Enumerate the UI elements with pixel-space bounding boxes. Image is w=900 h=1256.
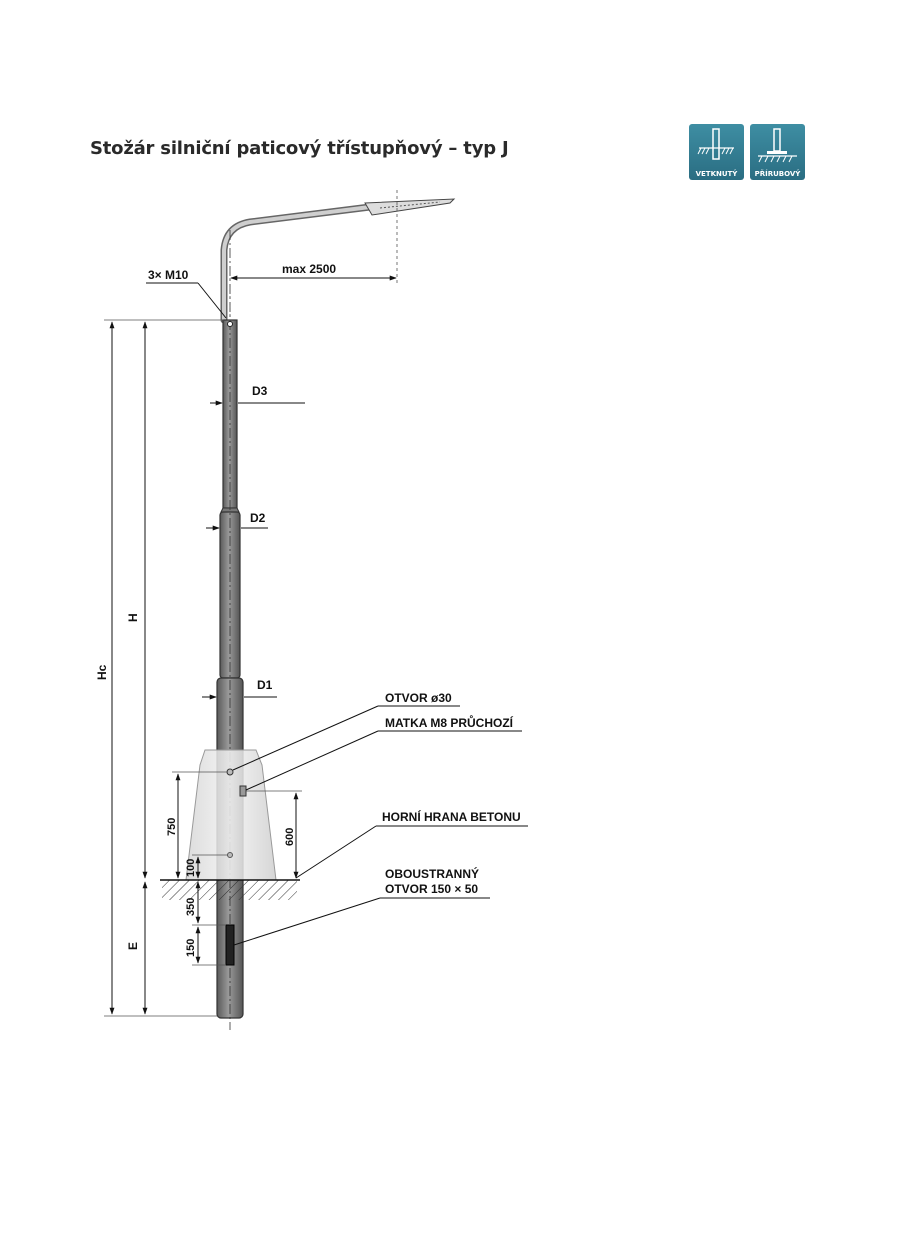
dim-750-label: 750 bbox=[166, 818, 178, 836]
matka-nut bbox=[239, 785, 247, 797]
badge-vetknuty: VETKNUTÝ bbox=[689, 124, 744, 180]
badge-label: PŘÍRUBOVÝ bbox=[754, 170, 801, 178]
d2-label: D2 bbox=[250, 511, 266, 525]
badge-label: VETKNUTÝ bbox=[695, 170, 738, 178]
d3-label: D3 bbox=[252, 384, 268, 398]
horni-label: HORNÍ HRANA BETONU bbox=[382, 809, 521, 824]
bolts-label: 3× M10 bbox=[148, 268, 189, 282]
dim-350-label: 350 bbox=[185, 898, 197, 916]
e-label: E bbox=[126, 942, 140, 950]
bracket-arm bbox=[220, 198, 456, 324]
dim-100-label: 100 bbox=[185, 859, 197, 877]
embedded-pole-icon bbox=[697, 128, 734, 160]
flange-pole-icon bbox=[758, 128, 797, 163]
reach-label: max 2500 bbox=[282, 262, 336, 276]
d1-label: D1 bbox=[257, 678, 273, 692]
cable-opening bbox=[225, 924, 235, 966]
badge-prirubovy: PŘÍRUBOVÝ bbox=[750, 124, 805, 180]
h-label: H bbox=[126, 613, 140, 622]
dim-600-label: 600 bbox=[284, 828, 296, 846]
dim-150-label: 150 bbox=[185, 939, 197, 957]
page-title: Stožár silniční paticový třístupňový – t… bbox=[90, 138, 509, 159]
oboustranny-label: OBOUSTRANNÝ bbox=[385, 866, 479, 881]
hc-label: Hc bbox=[95, 664, 109, 680]
matka-label: MATKA M8 PRŮCHOZÍ bbox=[385, 714, 514, 730]
pole-body bbox=[216, 230, 244, 1030]
otvor-150-label: OTVOR 150 × 50 bbox=[385, 882, 478, 896]
otvor-label: OTVOR ø30 bbox=[385, 691, 452, 705]
